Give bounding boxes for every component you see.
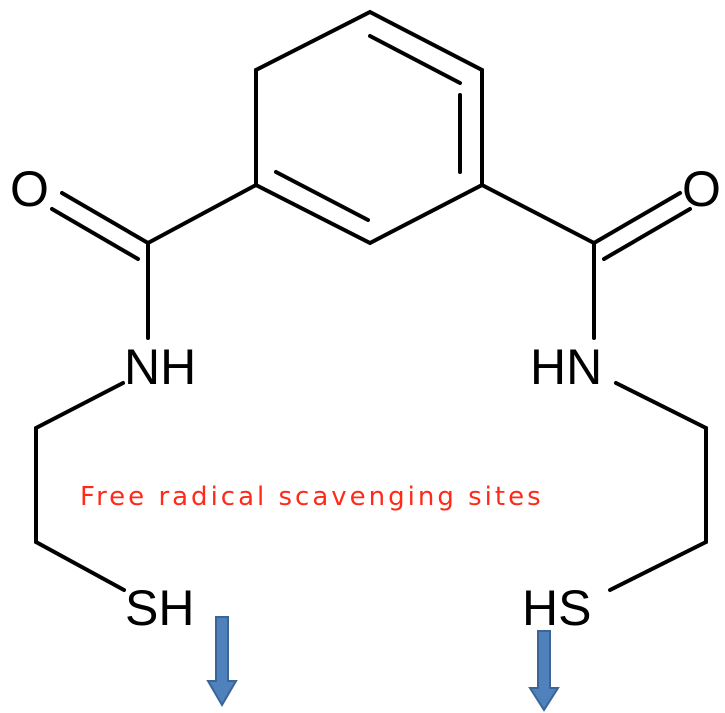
ring-inner-double-bond bbox=[274, 170, 370, 222]
oxygen-right-label: O bbox=[682, 161, 721, 217]
thiol-right-label: HS bbox=[522, 580, 591, 636]
ring-to-carbonyl-bond bbox=[480, 183, 596, 245]
carbonyl-double-bond bbox=[60, 191, 150, 245]
left-amide-arm bbox=[34, 183, 258, 592]
nitrogen-to-ethyl-bond bbox=[34, 381, 125, 430]
down-arrow-icon bbox=[528, 630, 560, 712]
carbonyl-double-bond bbox=[592, 191, 682, 245]
ethyl-to-sulfur-bond bbox=[608, 540, 708, 592]
benzene-ring-outline bbox=[254, 9, 484, 246]
ethyl-to-sulfur-bond bbox=[34, 540, 126, 592]
nitrogen-left-label: NH bbox=[124, 339, 196, 395]
ring-to-carbonyl-bond bbox=[146, 183, 258, 245]
carbonyl-double-bond bbox=[50, 207, 140, 261]
oxygen-left-label: O bbox=[10, 161, 49, 217]
carbonyl-double-bond bbox=[602, 207, 692, 261]
scavenging-sites-caption: Free radical scavenging sites bbox=[80, 482, 544, 512]
ring-inner-double-bond bbox=[368, 34, 462, 85]
nitrogen-right-label: HN bbox=[530, 339, 602, 395]
down-arrow-icon bbox=[206, 616, 238, 707]
thiol-left-label: SH bbox=[125, 580, 194, 636]
nitrogen-to-ethyl-bond bbox=[614, 381, 708, 430]
right-amide-arm bbox=[480, 183, 708, 592]
benzene-ring bbox=[254, 9, 484, 246]
